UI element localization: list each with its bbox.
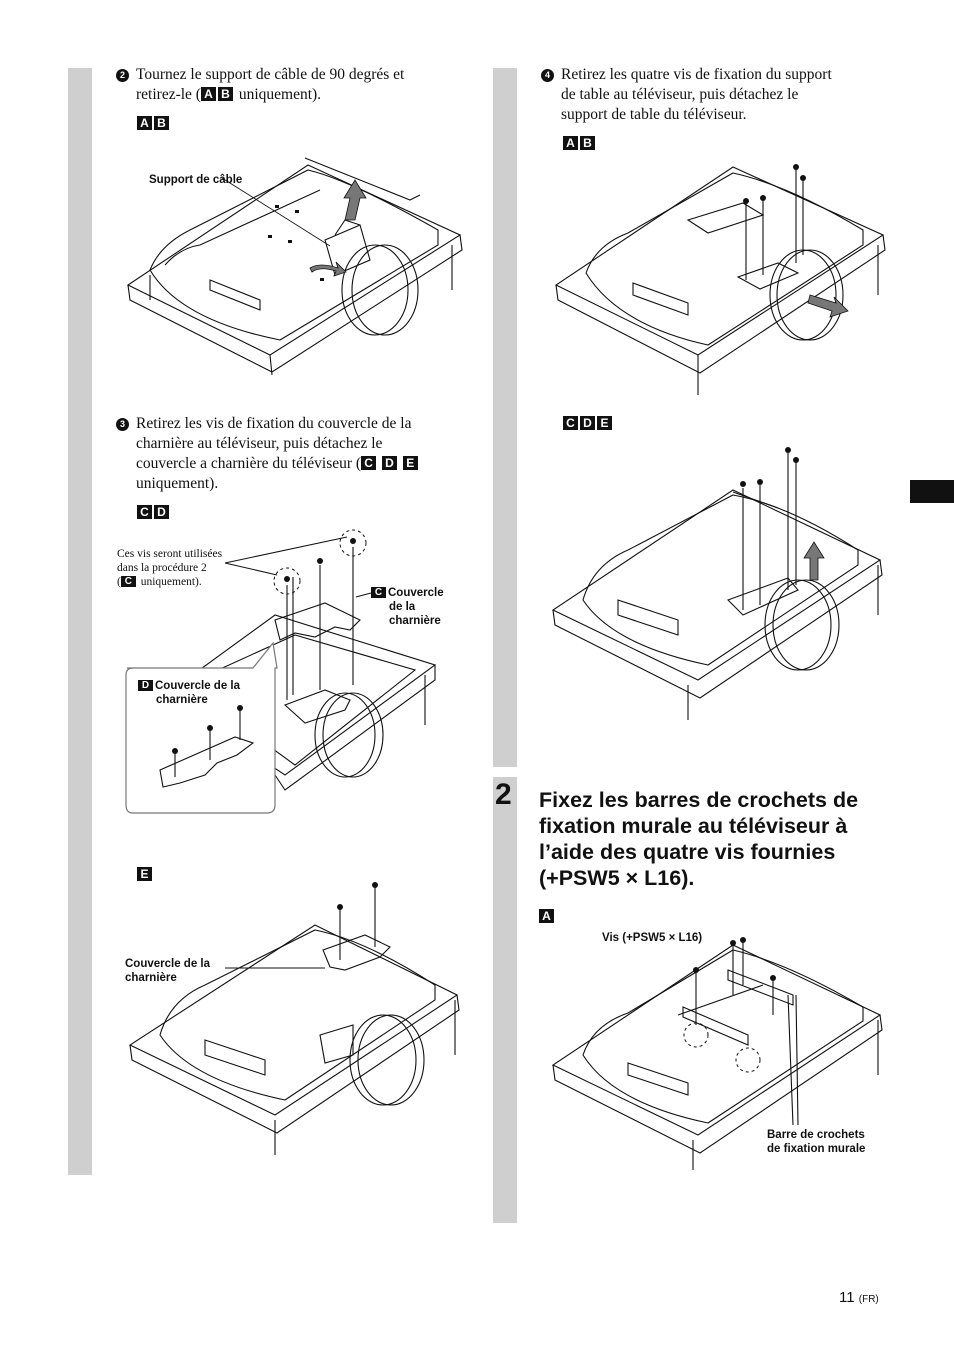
fig-tag-e-right: E	[597, 416, 612, 430]
step4-line1: Retirez les quatre vis de fixation du su…	[561, 66, 832, 83]
note-line1: Ces vis seront utilisées	[117, 548, 223, 560]
fig-tag-a: A	[137, 116, 152, 130]
note-badge-c: C	[120, 576, 136, 587]
step3-line2: charnière au téléviseur, puis détachez l…	[136, 435, 383, 452]
bracket-line2: de fixation murale	[767, 1143, 866, 1155]
badge-a: A	[200, 87, 216, 101]
hinge-cover-e-line1: Couvercle de la	[125, 958, 211, 970]
fig-tag-b-right: B	[580, 136, 595, 150]
step2-line1: Tournez le support de câble de 90 degrés…	[136, 66, 405, 83]
heading-line3: l’aide des quatre vis fournies	[539, 840, 836, 864]
tv-illustration-e	[128, 882, 460, 1155]
right-step2-bar	[493, 777, 517, 1223]
main-step-number: 2	[495, 778, 512, 811]
step2-line2-post: uniquement).	[234, 86, 322, 103]
step4-line2: de table au téléviseur, puis détachez le	[561, 86, 799, 103]
step2-text: Tournez le support de câble de 90 degrés…	[136, 65, 466, 105]
badge-b: B	[217, 87, 233, 101]
hinge-cover-d-line1: Couvercle de la	[155, 680, 241, 692]
tv-illustration-stand-removal-cde	[551, 447, 883, 720]
step-number-3: 3	[116, 418, 129, 431]
section-tab	[910, 480, 954, 503]
screws-note: Ces vis seront utilisées dans la procédu…	[117, 547, 222, 589]
fig-tag-a-step2-box: A	[539, 908, 556, 926]
hinge-cover-c-line2: de la	[389, 601, 416, 613]
hinge-cover-e-line2: charnière	[125, 972, 177, 984]
hinge-cover-e-label: Couvercle de la charnière	[125, 957, 210, 985]
main-step-heading: Fixez les barres de crochets de fixation…	[539, 787, 919, 891]
cable-holder-label: Support de câble	[149, 174, 243, 186]
note-line2: dans la procédure 2	[117, 562, 207, 574]
note-line3-post: uniquement).	[137, 576, 202, 588]
step3-line3: couvercle a charnière du téléviseur (C D…	[136, 454, 476, 474]
step3-line3-pre: couvercle a charnière du téléviseur (	[136, 455, 362, 472]
inset-badge-d: D	[138, 680, 153, 691]
fig-tag-b: B	[154, 116, 169, 130]
screws-label: Vis (+PSW5 × L16)	[602, 932, 703, 944]
step3-line1: Retirez les vis de fixation du couvercle…	[136, 415, 412, 432]
left-step-bar	[68, 68, 92, 1175]
badge-e: E	[402, 456, 418, 470]
hinge-cover-c-line1: Couvercle	[388, 587, 444, 599]
page-number-value: 11	[839, 1289, 855, 1306]
step2-line2-pre: retirez-le (	[136, 86, 201, 103]
fig-tag-a-step2: A	[539, 909, 554, 923]
tv-illustration-hinge-cover	[125, 529, 437, 814]
fig-tag-d-right: D	[580, 416, 595, 430]
tv-illustration-wall-bracket	[551, 937, 883, 1170]
fig-tag-e-box: E	[137, 866, 154, 884]
step4-line3: support de table du téléviseur.	[561, 106, 747, 123]
heading-line4: (+PSW5 × L16).	[539, 866, 695, 890]
step-number-2: 2	[116, 69, 129, 82]
step3-line4: uniquement).	[136, 475, 219, 492]
page-number: 11 (FR)	[839, 1289, 879, 1306]
tv-illustration-cable-holder	[126, 157, 463, 376]
heading-line1: Fixez les barres de crochets de	[539, 788, 859, 812]
bracket-line1: Barre de crochets	[767, 1129, 865, 1141]
fig-tag-e: E	[137, 867, 152, 881]
step4-text: Retirez les quatre vis de fixation du su…	[561, 65, 891, 125]
step-number-4: 4	[541, 69, 554, 82]
fig-tag-a-right: A	[563, 136, 578, 150]
note-line3-pre: (	[117, 576, 121, 588]
page-lang: (FR)	[858, 1294, 879, 1305]
hinge-cover-d-line2: charnière	[156, 694, 208, 706]
fig-tag-d: D	[154, 505, 169, 519]
note-line3: (C uniquement).	[117, 575, 222, 589]
fig-tag-c-right: C	[563, 416, 578, 430]
callout-badge-c: C	[371, 587, 386, 598]
bracket-label: Barre de crochets de fixation murale	[767, 1128, 865, 1156]
right-step-bar	[493, 68, 517, 767]
badge-c: C	[361, 456, 377, 470]
step3-text: Retirez les vis de fixation du couvercle…	[136, 414, 476, 494]
tv-illustration-stand-removal-ab	[554, 164, 886, 395]
heading-line2: fixation murale au téléviseur à	[539, 814, 848, 838]
fig-tag-c: C	[137, 505, 152, 519]
badge-d: D	[381, 456, 397, 470]
hinge-cover-c-line3: charnière	[389, 615, 441, 627]
